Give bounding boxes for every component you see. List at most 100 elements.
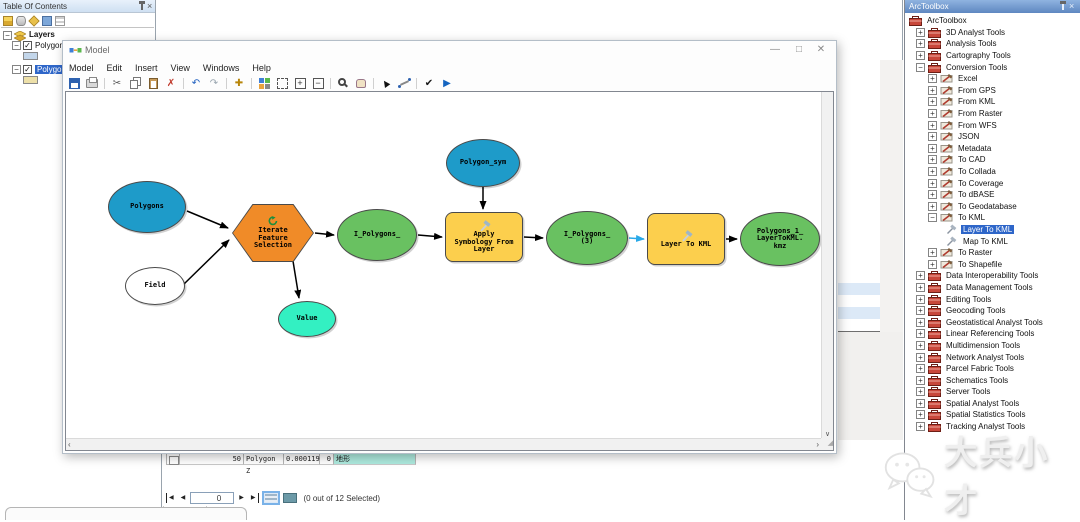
- toolbox-item-to-raster[interactable]: +To Raster: [907, 247, 1079, 259]
- expand-icon[interactable]: +: [916, 352, 925, 362]
- list-by-visibility-icon[interactable]: [28, 14, 40, 27]
- select-tool-button[interactable]: ▲: [380, 77, 392, 89]
- toolbox-item-to-shapefile[interactable]: +To Shapefile: [907, 258, 1079, 270]
- toolbox-item-metadata[interactable]: +Metadata: [907, 143, 1079, 155]
- toolbox-item-3d-analyst-tools[interactable]: +3D Analyst Tools: [907, 27, 1079, 39]
- expand-icon[interactable]: +: [916, 340, 925, 350]
- show-all-records-button[interactable]: [261, 491, 280, 505]
- fixed-zoom-out-button[interactable]: −: [311, 76, 325, 90]
- menu-insert[interactable]: Insert: [135, 62, 158, 73]
- layer-item-polygons[interactable]: Polygons: [35, 41, 68, 50]
- toolbox-item-geocoding-tools[interactable]: +Geocoding Tools: [907, 305, 1079, 317]
- toolbox-item-to-kml[interactable]: −To KML: [907, 212, 1079, 224]
- expand-icon[interactable]: +: [916, 317, 925, 327]
- close-icon[interactable]: ×: [147, 1, 153, 11]
- toolbox-item-geostatistical-analyst-tools[interactable]: +Geostatistical Analyst Tools: [907, 316, 1079, 328]
- expand-icon[interactable]: +: [916, 282, 925, 292]
- expand-icon[interactable]: +: [928, 248, 937, 258]
- expand-icon[interactable]: +: [928, 74, 937, 84]
- toolbox-item-data-interoperability-tools[interactable]: +Data Interoperability Tools: [907, 270, 1079, 282]
- save-button[interactable]: [67, 76, 81, 90]
- menu-windows[interactable]: Windows: [202, 62, 240, 73]
- connect-tool-button[interactable]: [397, 76, 411, 90]
- toolbox-item-server-tools[interactable]: +Server Tools: [907, 386, 1079, 398]
- zoom-in-tool-button[interactable]: [336, 76, 350, 90]
- toolbox-item-linear-referencing-tools[interactable]: +Linear Referencing Tools: [907, 328, 1079, 340]
- full-extent-button[interactable]: [275, 76, 289, 90]
- close-window-button[interactable]: ✕: [816, 44, 826, 55]
- toolbox-item-conversion-tools[interactable]: −Conversion Tools: [907, 61, 1079, 73]
- list-by-source-icon[interactable]: [16, 15, 26, 26]
- toolbox-item-network-analyst-tools[interactable]: +Network Analyst Tools: [907, 351, 1079, 363]
- horizontal-scrollbar[interactable]: ‹›: [66, 438, 821, 450]
- menu-edit[interactable]: Edit: [106, 62, 123, 73]
- toolbox-item-editing-tools[interactable]: +Editing Tools: [907, 293, 1079, 305]
- model-node-polygon-sym[interactable]: Polygon_sym: [446, 139, 520, 187]
- expand-icon[interactable]: +: [916, 387, 925, 397]
- paste-button[interactable]: [146, 76, 160, 90]
- expand-icon[interactable]: +: [916, 39, 925, 49]
- first-record-button[interactable]: ◀: [166, 493, 176, 503]
- record-number-input[interactable]: 0: [190, 492, 235, 504]
- menu-model[interactable]: Model: [69, 62, 94, 73]
- expand-icon[interactable]: +: [916, 329, 925, 339]
- auto-layout-button[interactable]: [257, 76, 271, 90]
- collapse-icon[interactable]: −: [928, 213, 937, 223]
- minimize-button[interactable]: —: [770, 44, 780, 55]
- expand-icon[interactable]: +: [928, 155, 937, 165]
- layer-polygon2-checkbox[interactable]: ✓: [23, 65, 32, 74]
- toolbox-item-to-coverage[interactable]: +To Coverage: [907, 177, 1079, 189]
- redo-button[interactable]: ↷: [209, 77, 219, 89]
- model-window-titlebar[interactable]: Model — □ ✕: [63, 41, 836, 60]
- expand-icon[interactable]: +: [928, 167, 937, 177]
- toolbox-item-spatial-statistics-tools[interactable]: +Spatial Statistics Tools: [907, 409, 1079, 421]
- toolbox-item-map-to-kml[interactable]: Map To KML: [907, 235, 1079, 247]
- expand-icon[interactable]: +: [928, 259, 937, 269]
- print-button[interactable]: [85, 76, 99, 90]
- expand-icon[interactable]: +: [928, 178, 937, 188]
- toolbox-item-to-cad[interactable]: +To CAD: [907, 154, 1079, 166]
- toolbox-item-data-management-tools[interactable]: +Data Management Tools: [907, 282, 1079, 294]
- row-selector[interactable]: [166, 453, 180, 465]
- layers-expander[interactable]: −: [3, 31, 12, 40]
- model-node-field[interactable]: Field: [125, 267, 185, 305]
- expand-icon[interactable]: +: [916, 364, 925, 374]
- expand-icon[interactable]: +: [916, 294, 925, 304]
- toolbox-item-from-kml[interactable]: +From KML: [907, 96, 1079, 108]
- pin-icon[interactable]: [139, 1, 145, 10]
- model-node-polygons[interactable]: Polygons: [108, 181, 186, 233]
- model-node-value[interactable]: Value: [278, 301, 336, 337]
- toolbox-item-arctoolbox[interactable]: ArcToolbox: [907, 15, 1079, 27]
- layer-polygons-swatch[interactable]: [23, 52, 38, 60]
- expand-icon[interactable]: +: [916, 410, 925, 420]
- expand-icon[interactable]: +: [916, 51, 925, 61]
- expand-icon[interactable]: +: [928, 120, 937, 130]
- expand-icon[interactable]: +: [928, 190, 937, 200]
- toolbox-item-json[interactable]: +JSON: [907, 131, 1079, 143]
- toolbox-item-excel[interactable]: +Excel: [907, 73, 1079, 85]
- layer-polygons-expander[interactable]: −: [12, 41, 21, 50]
- vertical-scrollbar[interactable]: ∨: [821, 92, 833, 438]
- last-record-button[interactable]: ▶: [249, 493, 259, 503]
- expand-icon[interactable]: +: [928, 109, 937, 119]
- list-by-selection-icon[interactable]: [42, 15, 52, 26]
- toolbox-item-tracking-analyst-tools[interactable]: +Tracking Analyst Tools: [907, 421, 1079, 433]
- toolbox-item-multidimension-tools[interactable]: +Multidimension Tools: [907, 340, 1079, 352]
- model-node-i-polygons-3[interactable]: I_Polygons_(3): [546, 211, 628, 265]
- validate-button[interactable]: ✔: [424, 77, 434, 89]
- pin-icon[interactable]: [1060, 1, 1066, 10]
- toolbox-item-layer-to-kml[interactable]: Layer To KML: [907, 224, 1079, 236]
- cut-button[interactable]: ✂: [112, 77, 122, 89]
- expand-icon[interactable]: +: [916, 422, 925, 432]
- show-selected-records-button[interactable]: [282, 493, 297, 503]
- toolbox-item-from-raster[interactable]: +From Raster: [907, 108, 1079, 120]
- toolbox-item-schematics-tools[interactable]: +Schematics Tools: [907, 374, 1079, 386]
- expand-icon[interactable]: +: [916, 375, 925, 385]
- run-button[interactable]: ▶: [443, 77, 451, 89]
- expand-icon[interactable]: +: [928, 132, 937, 142]
- expand-icon[interactable]: +: [928, 85, 937, 95]
